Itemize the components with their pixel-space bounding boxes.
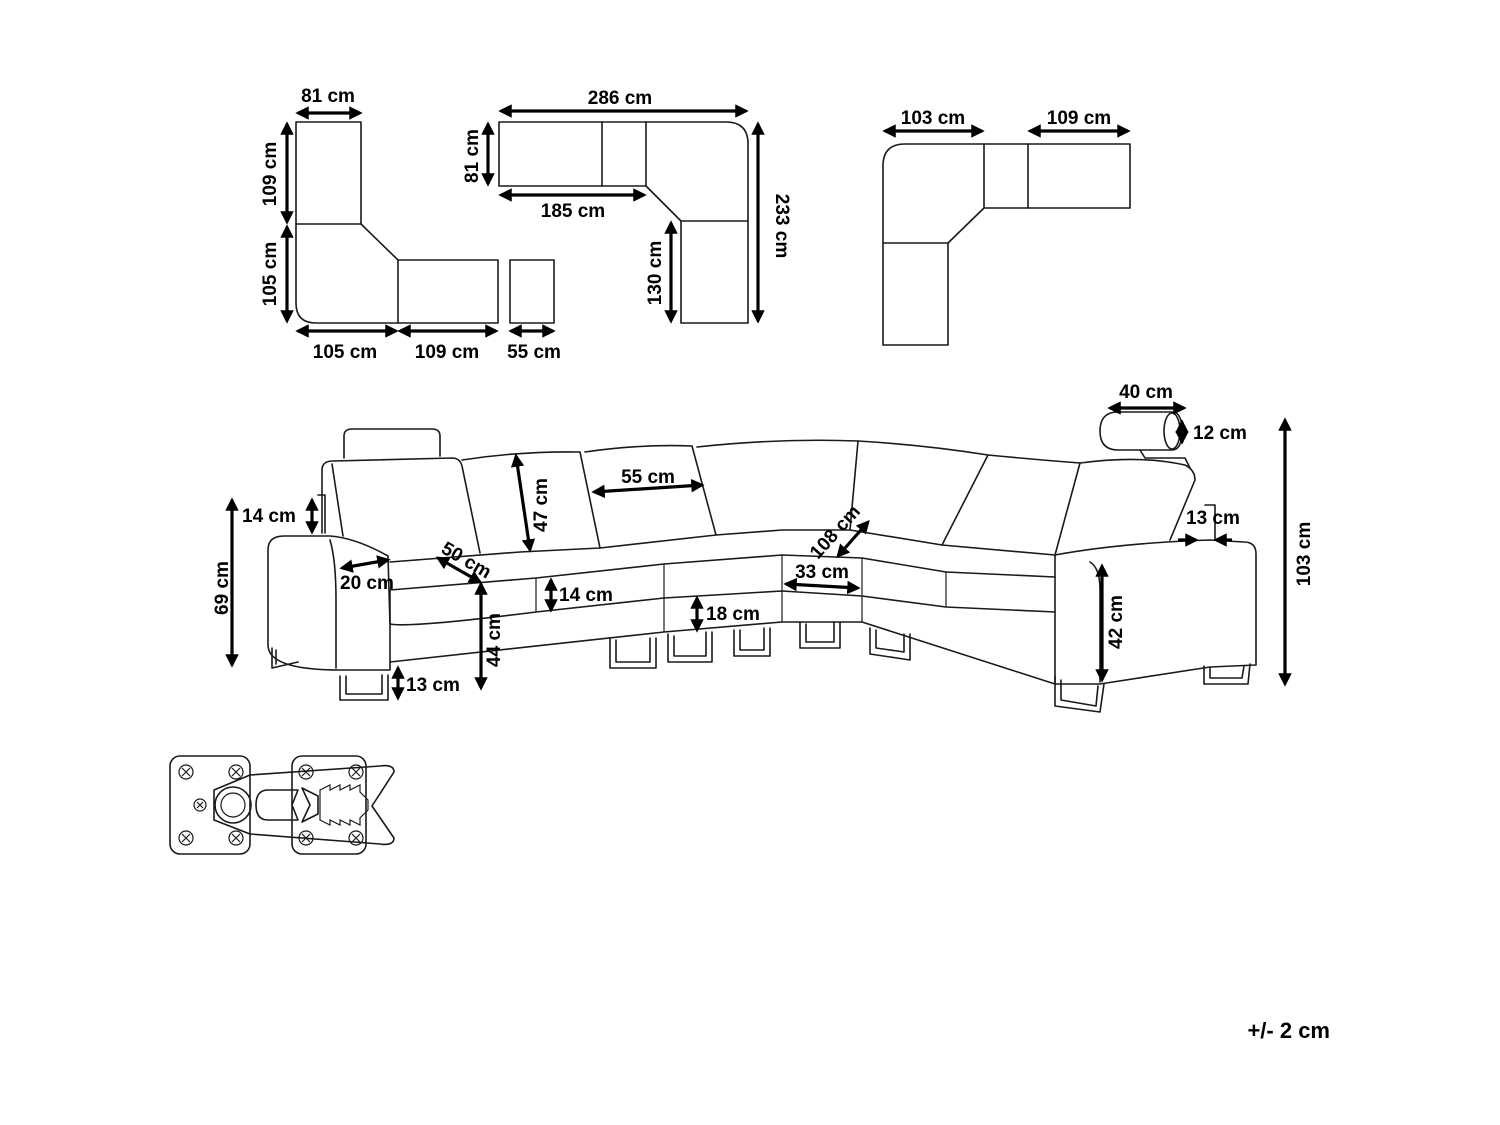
label-top-mid-depth: 81 cm <box>462 129 483 183</box>
label-top-mid-side-length: 185 cm <box>541 201 605 222</box>
label-corner-depth: 108 cm <box>806 501 865 563</box>
label-total-height: 69 cm <box>212 561 233 615</box>
label-top-left-seat-width: 109 cm <box>415 342 479 363</box>
label-arm-side: 13 cm <box>1186 508 1240 529</box>
label-seat-height: 44 cm <box>484 613 505 667</box>
plan-view-middle: 286 cm 81 cm 185 cm 130 cm 233 cm <box>462 88 792 324</box>
connector-bracket-icon <box>169 755 395 855</box>
label-top-mid-total-width: 286 cm <box>588 88 652 109</box>
perspective-dimensions: 40 cm 12 cm 103 cm 42 cm 13 cm 69 cm 14 … <box>212 382 1315 701</box>
label-top-left-width: 81 cm <box>301 86 355 107</box>
plan-view-right: 103 cm 109 cm <box>882 108 1131 346</box>
label-top-right-seat-width: 109 cm <box>1047 108 1111 129</box>
label-seat-depth: 50 cm <box>438 538 495 583</box>
label-top-mid-total-height: 233 cm <box>771 194 792 258</box>
label-top-left-corner-width: 105 cm <box>313 342 377 363</box>
label-arm-width: 20 cm <box>340 573 394 594</box>
label-top-mid-leg-height: 130 cm <box>645 241 666 305</box>
label-back-height: 47 cm <box>531 478 552 532</box>
label-leg-height-left: 13 cm <box>406 675 460 696</box>
label-cushion-width: 55 cm <box>621 467 675 488</box>
label-seat-base: 18 cm <box>706 604 760 625</box>
tolerance-note: +/- 2 cm <box>1247 1018 1330 1043</box>
sofa-perspective <box>267 411 1257 713</box>
label-corner-seat: 33 cm <box>795 562 849 583</box>
label-seat-cushion-height: 14 cm <box>559 585 613 606</box>
label-headrest-width: 40 cm <box>1119 382 1173 403</box>
label-top-left-ottoman-width: 55 cm <box>507 342 561 363</box>
label-top-left-corner-height: 105 cm <box>260 242 281 306</box>
label-headrest-height: 12 cm <box>1193 423 1247 444</box>
label-side-height: 42 cm <box>1106 595 1127 649</box>
label-arm-height: 14 cm <box>242 506 296 527</box>
label-top-left-back-height: 109 cm <box>260 142 281 206</box>
label-overall-height: 103 cm <box>1294 522 1315 586</box>
label-top-right-corner-width: 103 cm <box>901 108 965 129</box>
plan-view-left: 81 cm 109 cm 105 cm 105 cm 109 cm 55 cm <box>260 86 561 363</box>
